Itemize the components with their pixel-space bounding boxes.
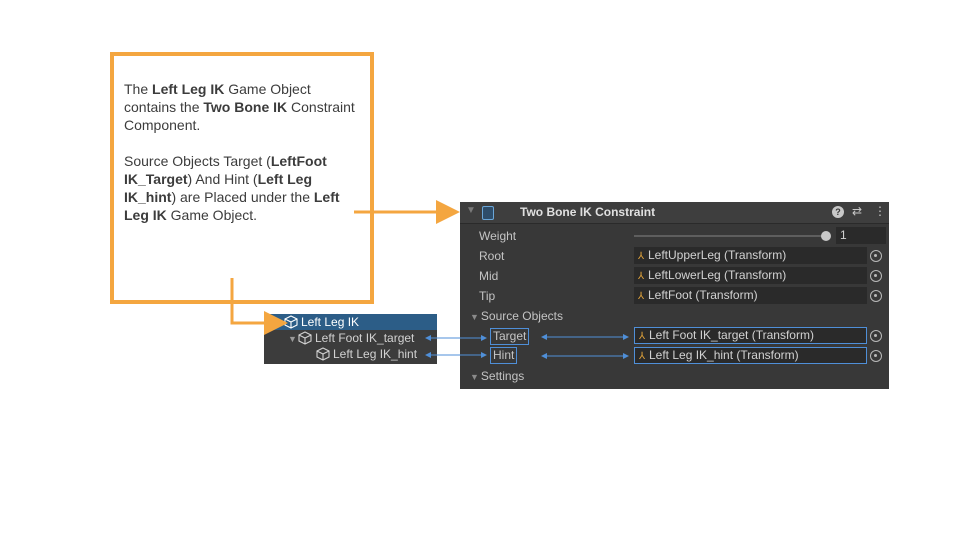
transform-icon: ⅄ — [638, 271, 645, 282]
callout-paragraph-2: Source Objects Target (LeftFoot IK_Targe… — [124, 152, 360, 224]
callout-text-run: Game Object contains the — [124, 81, 311, 115]
hierarchy-item-left-foot-ik-target[interactable]: ▼ Left Foot IK_target — [288, 330, 414, 346]
object-picker-icon[interactable] — [870, 350, 882, 362]
target-label: Target — [490, 328, 530, 345]
kebab-menu-icon[interactable]: ⋮ — [874, 204, 886, 218]
foldout-triangle-icon[interactable]: ▼ — [470, 312, 479, 322]
weight-label: Weight — [479, 229, 517, 243]
callout-text-run: Left Leg IK_hint — [124, 171, 313, 205]
callout-text-run: The — [124, 81, 153, 97]
weight-value-field[interactable]: 1 — [836, 227, 886, 244]
hint-value: Left Leg IK_hint (Transform) — [649, 348, 799, 362]
callout-text-run: Two Bone IK — [203, 99, 288, 115]
target-object-field[interactable]: ⅄Left Foot IK_target (Transform) — [634, 327, 867, 344]
object-picker-icon[interactable] — [870, 290, 882, 302]
settings-label: Settings — [480, 369, 525, 383]
component-header[interactable]: ▼ Two Bone IK Constraint ? ⇄ ⋮ — [460, 202, 889, 224]
root-value: LeftUpperLeg (Transform) — [648, 248, 787, 262]
gameobject-cube-icon — [284, 315, 298, 329]
presets-icon[interactable]: ⇄ — [852, 204, 863, 218]
callout-text-run: Game Object. — [166, 207, 258, 223]
tip-label: Tip — [479, 289, 496, 303]
inspector-panel: ▼ Two Bone IK Constraint ? ⇄ ⋮ Weight 1 … — [460, 202, 889, 389]
hierarchy-item-label: Left Foot IK_target — [315, 331, 415, 345]
target-value: Left Foot IK_target (Transform) — [649, 328, 814, 342]
callout-paragraph-1: The Left Leg IK Game Object contains the… — [124, 80, 360, 134]
root-object-field[interactable]: ⅄LeftUpperLeg (Transform) — [634, 247, 867, 264]
hint-label: Hint — [490, 347, 518, 364]
callout-box: The Left Leg IK Game Object contains the… — [110, 52, 374, 304]
transform-icon: ⅄ — [639, 331, 646, 342]
root-label: Root — [479, 249, 505, 263]
hierarchy-item-left-leg-ik[interactable]: ▼ Left Leg IK — [264, 314, 437, 330]
settings-foldout[interactable]: ▼Settings — [470, 368, 524, 384]
help-icon[interactable]: ? — [832, 206, 844, 218]
mid-value: LeftLowerLeg (Transform) — [648, 268, 787, 282]
mid-label: Mid — [479, 269, 499, 283]
component-icon — [482, 206, 494, 220]
object-picker-icon[interactable] — [870, 270, 882, 282]
object-picker-icon[interactable] — [870, 330, 882, 342]
transform-icon: ⅄ — [638, 291, 645, 302]
callout-text-run: Source Objects Target ( — [124, 153, 271, 169]
expand-triangle-icon[interactable]: ▼ — [274, 318, 283, 328]
callout-text-run: ) are Placed under the — [171, 189, 314, 205]
tip-value: LeftFoot (Transform) — [648, 288, 758, 302]
hierarchy-item-label: Left Leg IK_hint — [333, 347, 418, 361]
weight-slider-track[interactable] — [634, 235, 826, 237]
callout-text-run: Left Leg IK — [152, 81, 225, 97]
transform-icon: ⅄ — [638, 251, 645, 262]
callout-text-run: LeftFoot IK_Target — [124, 153, 327, 187]
hierarchy-item-label: Left Leg IK — [301, 315, 360, 329]
callout-text-run: Constraint Component. — [124, 99, 355, 133]
foldout-triangle-icon[interactable]: ▼ — [470, 372, 479, 382]
gameobject-cube-icon — [316, 347, 330, 361]
hierarchy-item-left-leg-ik-hint[interactable]: Left Leg IK_hint — [316, 346, 417, 362]
hierarchy-panel: ▼ Left Leg IK ▼ Left Foot IK_target Left L… — [264, 314, 437, 364]
source-objects-foldout[interactable]: ▼Source Objects — [470, 308, 563, 324]
callout-text-run: ) And Hint ( — [187, 171, 258, 187]
component-title: Two Bone IK Constraint — [520, 205, 656, 219]
hint-object-field[interactable]: ⅄Left Leg IK_hint (Transform) — [634, 347, 867, 364]
callout-text-run: Left Leg IK — [124, 189, 340, 223]
expand-triangle-icon[interactable]: ▼ — [288, 334, 297, 344]
mid-object-field[interactable]: ⅄LeftLowerLeg (Transform) — [634, 267, 867, 284]
collapse-triangle-icon[interactable]: ▼ — [466, 205, 476, 216]
object-picker-icon[interactable] — [870, 250, 882, 262]
weight-slider-knob[interactable] — [821, 231, 831, 241]
source-objects-label: Source Objects — [480, 309, 563, 323]
gameobject-cube-icon — [298, 331, 312, 345]
tip-object-field[interactable]: ⅄LeftFoot (Transform) — [634, 287, 867, 304]
transform-icon: ⅄ — [639, 351, 646, 362]
